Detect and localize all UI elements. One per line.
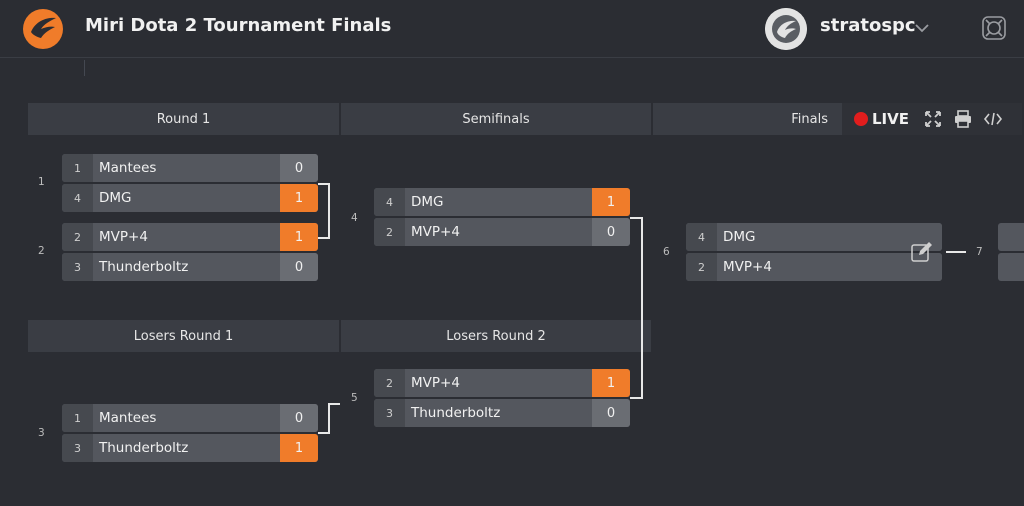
team-seed: 4 (686, 223, 717, 251)
bracket-connector (630, 397, 642, 399)
team-score: 0 (280, 253, 318, 281)
team-seed: 4 (62, 184, 93, 212)
match-number: 4 (351, 212, 358, 224)
bracket-connector (630, 217, 642, 219)
bracket-connector (641, 217, 643, 399)
team-seed: 2 (374, 218, 405, 246)
team-name: DMG (99, 190, 132, 206)
match-row[interactable]: 1 Mantees 0 (62, 404, 318, 432)
round-header-losers-2: Losers Round 2 (341, 320, 651, 352)
bracket-connector (328, 403, 340, 405)
team-name: MVP+4 (723, 259, 772, 275)
match-row[interactable]: 3 Thunderboltz 0 (374, 399, 630, 427)
match-card-7-partial[interactable] (998, 253, 1024, 281)
match-row[interactable]: 2 MVP+4 1 (374, 369, 630, 397)
team-name: MVP+4 (411, 375, 460, 391)
match-card-7-partial[interactable] (998, 223, 1024, 251)
match-row[interactable]: 4 DMG 1 (62, 184, 318, 212)
team-name: DMG (411, 194, 444, 210)
bracket-connector (328, 403, 330, 434)
team-score: 0 (592, 399, 630, 427)
team-name: Thunderboltz (99, 259, 189, 275)
app-header: Miri Dota 2 Tournament Finals stratospc (0, 0, 1024, 58)
bracket-settings-icon[interactable] (981, 15, 1007, 41)
team-seed: 3 (374, 399, 405, 427)
match-card-5[interactable]: 2 MVP+4 1 3 Thunderboltz 0 (374, 369, 630, 427)
team-name: Thunderboltz (99, 440, 189, 456)
team-name: Mantees (99, 160, 157, 176)
bracket-connector (318, 237, 329, 239)
username[interactable]: stratospc (820, 15, 916, 36)
match-row[interactable]: 2 MVP+4 1 (62, 223, 318, 251)
team-name: Mantees (99, 410, 157, 426)
match-number: 3 (38, 427, 45, 439)
match-row[interactable]: 1 Mantees 0 (62, 154, 318, 182)
fullscreen-icon[interactable] (923, 109, 943, 129)
match-card-2[interactable]: 2 MVP+4 1 3 Thunderboltz 0 (62, 223, 318, 281)
wing-logo-icon[interactable] (22, 8, 64, 50)
match-card-1[interactable]: 1 Mantees 0 4 DMG 1 (62, 154, 318, 212)
live-dot-icon (854, 112, 868, 126)
match-number: 6 (663, 246, 670, 258)
team-score: 1 (280, 434, 318, 462)
match-number: 1 (38, 176, 45, 188)
edit-icon[interactable] (910, 240, 934, 264)
team-name: MVP+4 (411, 224, 460, 240)
print-icon[interactable] (953, 109, 973, 129)
team-seed: 1 (62, 154, 93, 182)
team-score: 1 (280, 223, 318, 251)
team-seed: 4 (374, 188, 405, 216)
match-row[interactable]: 3 Thunderboltz 1 (62, 434, 318, 462)
live-indicator[interactable]: LIVE (872, 110, 909, 128)
team-seed: 3 (62, 253, 93, 281)
finals-toolbar: LIVE (842, 103, 1022, 135)
team-seed: 2 (62, 223, 93, 251)
match-card-6[interactable]: 4 DMG 2 MVP+4 (686, 223, 942, 281)
team-score: 0 (592, 218, 630, 246)
bracket-connector (318, 183, 329, 185)
match-row[interactable]: 3 Thunderboltz 0 (62, 253, 318, 281)
team-seed: 2 (686, 253, 717, 281)
header-divider (84, 60, 85, 76)
bracket-connector (328, 183, 330, 239)
match-number: 5 (351, 392, 358, 404)
team-score: 1 (592, 369, 630, 397)
match-row[interactable]: 4 DMG 1 (374, 188, 630, 216)
team-score (904, 253, 942, 281)
avatar[interactable] (765, 8, 807, 50)
bracket-connector (318, 432, 329, 434)
match-row[interactable]: 4 DMG (686, 223, 942, 251)
team-score: 0 (280, 404, 318, 432)
team-name: MVP+4 (99, 229, 148, 245)
match-card-4[interactable]: 4 DMG 1 2 MVP+4 0 (374, 188, 630, 246)
team-score (904, 223, 942, 251)
team-name: DMG (723, 229, 756, 245)
team-score: 1 (592, 188, 630, 216)
team-seed: 3 (62, 434, 93, 462)
bracket-connector (946, 251, 966, 253)
team-name: Thunderboltz (411, 405, 501, 421)
team-score: 0 (280, 154, 318, 182)
team-seed: 2 (374, 369, 405, 397)
chevron-down-icon[interactable] (912, 18, 932, 38)
page-title: Miri Dota 2 Tournament Finals (85, 15, 392, 36)
round-header-semifinals: Semifinals (341, 103, 651, 135)
embed-code-icon[interactable] (983, 109, 1003, 129)
team-score: 1 (280, 184, 318, 212)
round-header-finals: Finals (653, 103, 842, 135)
match-number: 7 (976, 246, 983, 258)
match-card-3[interactable]: 1 Mantees 0 3 Thunderboltz 1 (62, 404, 318, 462)
round-header-1: Round 1 (28, 103, 339, 135)
team-seed: 1 (62, 404, 93, 432)
match-row[interactable]: 2 MVP+4 (686, 253, 942, 281)
match-number: 2 (38, 245, 45, 257)
match-row[interactable]: 2 MVP+4 0 (374, 218, 630, 246)
round-header-losers-1: Losers Round 1 (28, 320, 339, 352)
